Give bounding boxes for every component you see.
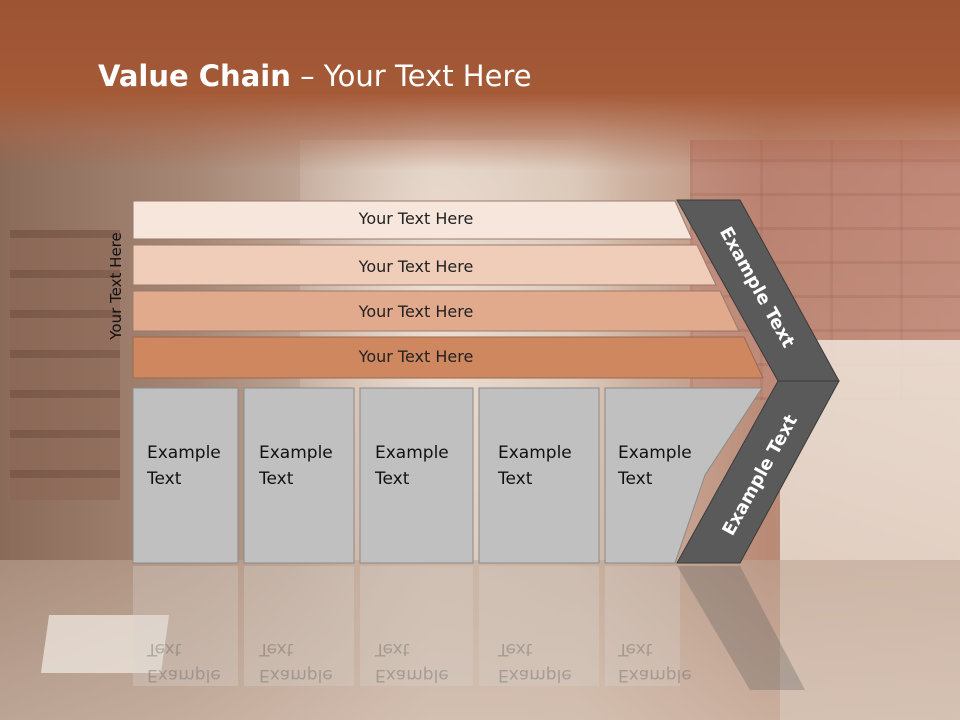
column-1-reflection-text: Example Text bbox=[147, 636, 237, 688]
column-3-line1: Example bbox=[375, 443, 449, 463]
column-reflection bbox=[605, 566, 680, 686]
column-4-line1: Example bbox=[498, 443, 572, 463]
chevron-reflection bbox=[677, 566, 805, 690]
column-3-shape[interactable] bbox=[359, 387, 474, 564]
column-reflection bbox=[360, 566, 473, 686]
reflection-line1: Example bbox=[618, 665, 692, 685]
slide-title-rest: – Your Text Here bbox=[290, 59, 532, 93]
reflection-line2: Text bbox=[259, 639, 294, 659]
column-2-shape[interactable] bbox=[243, 387, 355, 564]
chevron-lower[interactable] bbox=[676, 380, 840, 564]
column-2-line1: Example bbox=[259, 443, 333, 463]
column-reflection bbox=[244, 566, 354, 686]
row-3-shape[interactable] bbox=[132, 290, 740, 332]
row-2-label: Your Text Here bbox=[358, 257, 474, 276]
row-1-shape[interactable] bbox=[132, 200, 693, 240]
column-3-reflection-text: Example Text bbox=[375, 636, 465, 688]
column-2-text: Example Text bbox=[259, 440, 349, 492]
column-1-text: Example Text bbox=[147, 440, 237, 492]
column-2-reflection-text: Example Text bbox=[259, 636, 349, 688]
row-4-shape[interactable] bbox=[132, 336, 764, 379]
column-5-reflection-text: Example Text bbox=[618, 636, 708, 688]
column-1-line2: Text bbox=[147, 469, 182, 489]
column-4-text: Example Text bbox=[498, 440, 588, 492]
column-1-shape[interactable] bbox=[132, 387, 239, 564]
column-5-line2: Text bbox=[618, 469, 653, 489]
column-2-line2: Text bbox=[259, 469, 294, 489]
row-4-label: Your Text Here bbox=[358, 347, 474, 366]
reflection-line1: Example bbox=[498, 665, 572, 685]
row-3-label: Your Text Here bbox=[358, 302, 474, 321]
reflection-line1: Example bbox=[259, 665, 333, 685]
background-shelf bbox=[10, 230, 120, 500]
reflection-line1: Example bbox=[147, 665, 221, 685]
column-3-text: Example Text bbox=[375, 440, 465, 492]
slide-title[interactable]: Value Chain – Your Text Here bbox=[98, 54, 532, 98]
column-5-line1: Example bbox=[618, 443, 692, 463]
header-band bbox=[0, 0, 960, 170]
reflection-line2: Text bbox=[375, 639, 410, 659]
reflection-line2: Text bbox=[147, 639, 182, 659]
column-1-line1: Example bbox=[147, 443, 221, 463]
row-2-shape[interactable] bbox=[132, 244, 717, 286]
column-4-shape[interactable] bbox=[478, 387, 600, 564]
reflection-line1: Example bbox=[375, 665, 449, 685]
column-reflection bbox=[479, 566, 599, 686]
column-5-text: Example Text bbox=[618, 440, 708, 492]
column-5-shape[interactable] bbox=[604, 387, 763, 564]
slide-title-bold: Value Chain bbox=[98, 59, 291, 93]
row-1-label: Your Text Here bbox=[358, 209, 474, 228]
column-4-line2: Text bbox=[498, 469, 533, 489]
column-3-line2: Text bbox=[375, 469, 410, 489]
column-4-reflection-text: Example Text bbox=[498, 636, 588, 688]
reflection-line2: Text bbox=[498, 639, 533, 659]
column-reflection bbox=[133, 566, 238, 686]
reflection-line2: Text bbox=[618, 639, 653, 659]
